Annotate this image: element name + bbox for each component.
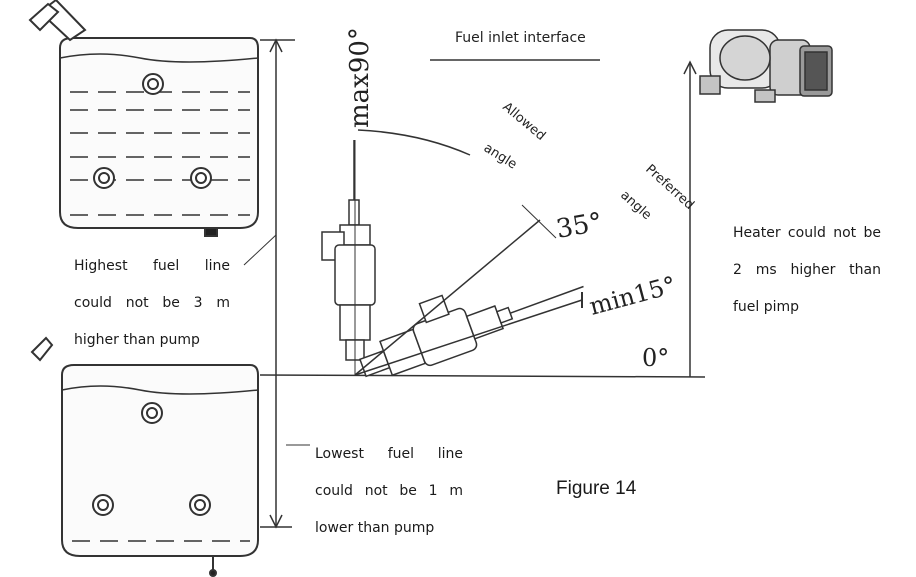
note-line: Highest fuel line xyxy=(74,258,230,274)
note-line: could not be 3 m xyxy=(74,295,230,311)
upper-fuel-tank xyxy=(28,0,259,237)
min-angle-label: min15° xyxy=(586,271,679,321)
lower-tank-port-icon xyxy=(92,494,114,516)
angled-pump xyxy=(358,285,584,378)
note-line: fuel pimp xyxy=(733,299,800,315)
angle-guides xyxy=(354,129,691,377)
upper-tank-port-icon xyxy=(93,167,115,189)
note-line: Lowest fuel line xyxy=(315,446,463,462)
figure-caption: Figure 14 xyxy=(556,478,637,499)
allowed-angle-label: angle xyxy=(481,141,520,173)
note-line: could not be 1 m xyxy=(315,483,463,499)
zero-angle-label: 0° xyxy=(642,344,669,372)
fuel-inlet-label: Fuel inlet interface xyxy=(455,30,586,46)
upper-tank-port-icon xyxy=(142,73,164,95)
highest-fuel-line-note: Highest fuel line could not be 3 m highe… xyxy=(74,248,230,359)
lower-fuel-tank xyxy=(30,336,259,577)
note-line: Heater could not be xyxy=(733,225,881,241)
allowed-angle-label: Allowed xyxy=(499,100,548,144)
lower-tank-port-icon xyxy=(141,402,163,424)
upper-tank-port-icon xyxy=(190,167,212,189)
note-line: lower than pump xyxy=(315,520,435,536)
vertical-pump xyxy=(321,140,376,361)
fuel-heater xyxy=(699,29,833,103)
lower-tank-port-icon xyxy=(189,494,211,516)
lowest-fuel-line-note: Lowest fuel line could not be 1 m lower … xyxy=(315,436,463,547)
note-line: higher than pump xyxy=(74,332,200,348)
angle-35-label: 35° xyxy=(554,207,605,245)
max-angle-label: max90° xyxy=(345,27,375,128)
dimension-lines xyxy=(243,38,706,529)
preferred-angle-label: Preferred xyxy=(642,162,696,213)
note-line: 2 ms higher than xyxy=(733,262,881,278)
preferred-angle-label: angle xyxy=(617,188,654,223)
heater-height-note: Heater could not be 2 ms higher than fue… xyxy=(733,215,881,326)
